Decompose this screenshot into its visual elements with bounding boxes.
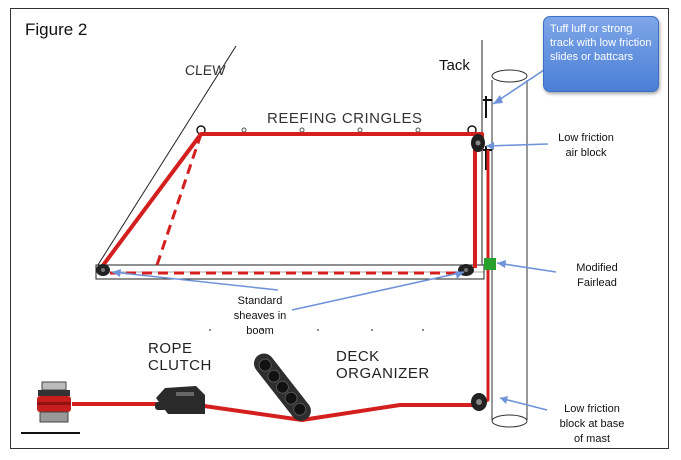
reefing-cringles <box>241 127 421 133</box>
mast-base-block <box>471 393 487 411</box>
air-block <box>471 134 485 152</box>
rope-clutch-label-line: ROPE <box>148 340 193 357</box>
deck-organizer-label: DECK ORGANIZER <box>336 348 430 382</box>
fairlead-note-line: Fairlead <box>577 277 617 289</box>
air-block-note-line: air block <box>565 147 607 159</box>
sail-leech <box>95 45 237 269</box>
boom-sheave-aft <box>96 264 110 276</box>
deck-organizer <box>253 353 311 421</box>
fairlead-note-line: Modified <box>576 262 618 274</box>
deck-marks <box>209 329 424 331</box>
rope-clutch-label: ROPE CLUTCH <box>148 340 212 374</box>
figure-title: Figure 2 <box>25 20 88 39</box>
fairlead-marker <box>484 258 496 270</box>
fairlead-note: Modified Fairlead <box>562 261 632 291</box>
clew-label: CLEW <box>184 62 227 78</box>
track-callout-box: Tuff luff or strong track with low frict… <box>543 16 659 92</box>
track-callout-text: Tuff luff or strong track with low frict… <box>550 23 652 63</box>
reefing-cringles-label: REEFING CRINGLES <box>267 110 423 127</box>
tack-label: Tack <box>439 57 470 74</box>
rope-clutch-label-line: CLUTCH <box>148 357 212 374</box>
leader-arrowheads <box>112 95 508 404</box>
mast-block-note-line: block at base <box>559 418 625 430</box>
air-block-note-line: Low friction <box>558 132 614 144</box>
sheaves-note-line: boom <box>246 325 274 337</box>
mast-block-note: Low friction block at base of mast <box>547 402 637 447</box>
sheaves-note: Standard sheaves in boom <box>228 294 292 339</box>
mast <box>491 69 528 428</box>
deck-organizer-label-line: DECK <box>336 348 380 365</box>
sheaves-note-line: Standard <box>237 295 283 307</box>
luff-track <box>483 96 492 170</box>
winch <box>21 381 80 434</box>
mast-block-note-line: Low friction <box>564 403 620 415</box>
mast-block-note-line: of mast <box>573 433 611 445</box>
sheaves-note-line: sheaves in <box>233 310 287 322</box>
deck-organizer-label-line: ORGANIZER <box>336 365 430 382</box>
air-block-note: Low friction air block <box>548 131 624 161</box>
rope-clutch <box>155 386 205 414</box>
